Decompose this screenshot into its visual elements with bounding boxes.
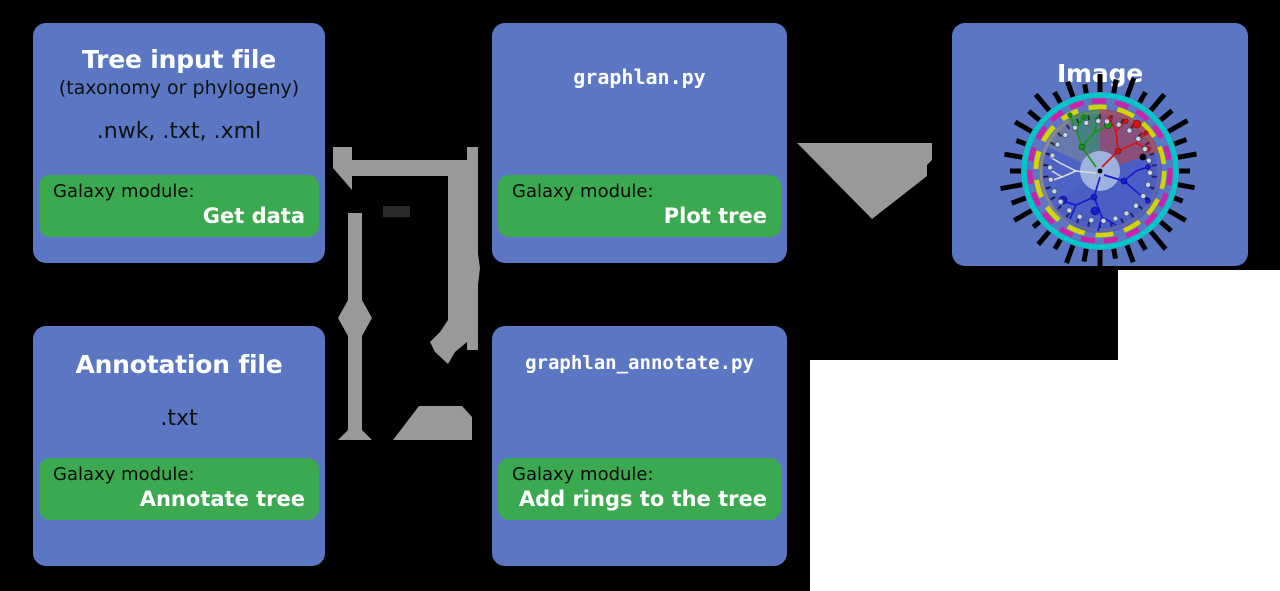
leaf-nodes-ring	[1047, 118, 1153, 224]
galaxy-module-value: Get data	[202, 203, 305, 228]
node-tree-input-file[interactable]: Tree input file (taxonomy or phylogeny) …	[33, 23, 325, 263]
galaxy-module-get-data[interactable]: Galaxy module: Get data	[39, 175, 319, 237]
annotation-file-extensions: .txt	[160, 406, 198, 431]
background-plate-right-lower	[810, 360, 1280, 591]
galaxy-module-label: Galaxy module:	[53, 464, 195, 485]
tree-input-subtitle: (taxonomy or phylogeny)	[58, 77, 300, 99]
clade-node-black	[1139, 153, 1147, 161]
galaxy-module-label: Galaxy module:	[512, 181, 654, 202]
galaxy-module-plot-tree[interactable]: Galaxy module: Plot tree	[498, 175, 781, 237]
node-annotation-file[interactable]: Annotation file .txt Galaxy module: Anno…	[33, 326, 325, 566]
galaxy-module-annotate-tree[interactable]: Galaxy module: Annotate tree	[39, 458, 319, 520]
annotation-file-title: Annotation file	[75, 350, 283, 379]
galaxy-module-add-rings[interactable]: Galaxy module: Add rings to the tree	[498, 458, 781, 520]
graphlan-annotate-py-title: graphlan_annotate.py	[525, 352, 754, 374]
galaxy-module-value: Plot tree	[663, 203, 767, 228]
tree-input-title: Tree input file	[82, 45, 276, 74]
tree-root-node	[1097, 168, 1103, 174]
node-graphlan-py[interactable]: graphlan.py Galaxy module: Plot tree	[492, 23, 787, 263]
outer-abundance-bars	[1000, 74, 1197, 271]
node-graphlan-annotate-py[interactable]: graphlan_annotate.py Galaxy module: Add …	[492, 326, 787, 566]
galaxy-module-label: Galaxy module:	[53, 181, 195, 202]
clade-nodes-red	[1107, 116, 1151, 155]
node-image[interactable]: Image	[952, 23, 1248, 271]
tree-input-extensions: .nwk, .txt, .xml	[96, 119, 262, 144]
graphlan-py-title: graphlan.py	[573, 65, 706, 89]
circular-phylogenetic-tree-icon	[1000, 74, 1197, 271]
galaxy-module-value: Annotate tree	[139, 486, 305, 511]
galaxy-module-value: Add rings to the tree	[518, 486, 767, 511]
galaxy-module-label: Galaxy module:	[512, 464, 654, 485]
background-plate-right-edge	[1118, 270, 1280, 365]
